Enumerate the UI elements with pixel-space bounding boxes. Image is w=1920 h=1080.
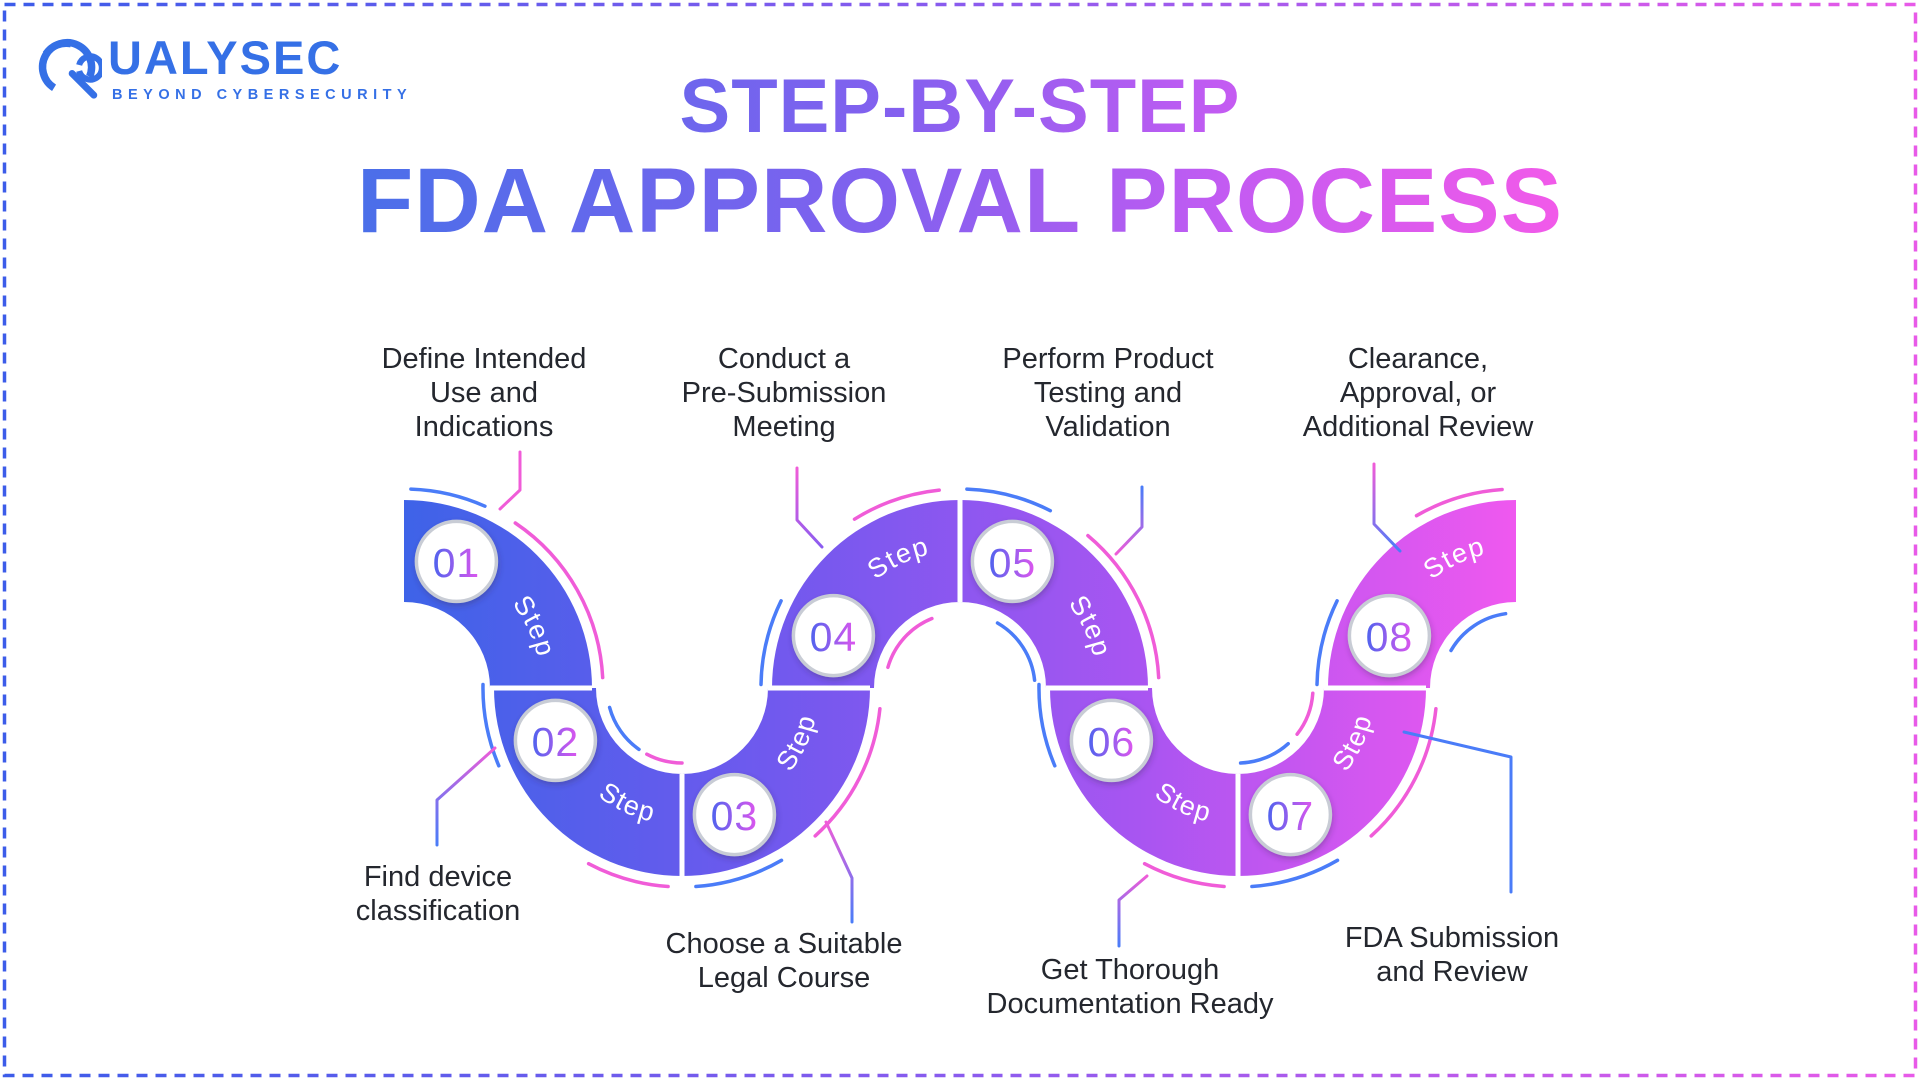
label-step-4: Conduct a Pre-Submission Meeting	[681, 343, 887, 443]
logo: UALYSEC BEYOND CYBERSECURITY	[34, 34, 412, 103]
accent-arc	[586, 861, 670, 889]
accent-arc	[1315, 599, 1339, 687]
badge-number-5: 05	[989, 540, 1037, 586]
connector-step-8	[1372, 462, 1402, 553]
title-line-1: STEP-BY-STEP	[679, 64, 1241, 149]
label-step-8: Clearance, Approval, or Additional Revie…	[1302, 343, 1534, 443]
accent-arc	[1250, 858, 1340, 889]
connector-step-5	[1114, 485, 1144, 556]
badge-step-7: 07	[1248, 772, 1333, 857]
accent-arc	[852, 488, 941, 521]
accent-arc	[1238, 741, 1290, 765]
badge-step-5: 05	[970, 519, 1055, 604]
connector-step-6	[1117, 874, 1149, 948]
badge-number-1: 01	[433, 540, 481, 586]
badge-step-8: 08	[1347, 593, 1432, 678]
accent-arc	[1414, 487, 1504, 518]
connector-step-2	[435, 746, 497, 847]
connector-step-3	[824, 820, 854, 924]
logo-wordmark: UALYSEC	[108, 31, 343, 84]
badge-number-3: 03	[711, 793, 759, 839]
accent-arc	[645, 752, 684, 765]
badge-step-1: 01	[414, 519, 499, 604]
badge-step-4: 04	[791, 593, 876, 678]
label-step-7: FDA Submission and Review	[1344, 922, 1560, 988]
accent-arc	[965, 487, 1053, 513]
badge-number-2: 02	[532, 719, 580, 765]
accent-arc	[409, 487, 487, 508]
accent-arc	[1086, 533, 1161, 680]
connector-step-4	[795, 466, 824, 549]
badge-step-6: 06	[1069, 698, 1154, 783]
label-step-6: Get Thorough Documentation Ready	[986, 954, 1274, 1020]
connector-step-1	[498, 450, 522, 511]
title-line-2: FDA APPROVAL PROCESS	[357, 150, 1563, 253]
page-title: STEP-BY-STEP FDA APPROVAL PROCESS	[0, 64, 1920, 255]
logo-tagline: BEYOND CYBERSECURITY	[112, 87, 413, 103]
accent-arc	[1369, 707, 1438, 838]
accent-arc	[513, 521, 605, 680]
badge-step-3: 03	[692, 772, 777, 857]
accent-arc	[481, 682, 501, 768]
badge-number-7: 07	[1267, 793, 1315, 839]
accent-arc	[1142, 861, 1226, 889]
badge-step-2: 02	[513, 698, 598, 783]
accent-arc	[759, 599, 783, 687]
accent-arc	[1037, 682, 1057, 768]
accent-arc	[1449, 611, 1508, 653]
qualysec-q-icon	[38, 38, 102, 99]
badge-number-6: 06	[1088, 719, 1136, 765]
accent-arc	[694, 858, 784, 889]
label-step-5: Perform Product Testing and Validation	[1002, 343, 1214, 443]
label-step-2: Find device classification	[355, 861, 521, 927]
label-step-1: Define Intended Use and Indications	[381, 343, 587, 443]
label-step-3: Choose a Suitable Legal Course	[665, 928, 903, 994]
badge-number-4: 04	[810, 614, 858, 660]
badge-number-8: 08	[1366, 614, 1414, 660]
accent-arc	[1295, 691, 1315, 736]
accent-arc	[607, 705, 641, 752]
accent-arc	[886, 616, 934, 670]
accent-arc	[995, 621, 1037, 682]
connector-step-7	[1402, 730, 1513, 894]
